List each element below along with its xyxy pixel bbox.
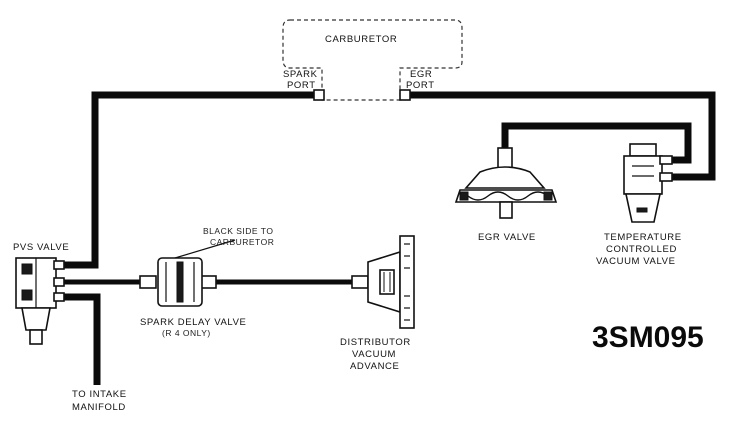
temperature-label-line2: CONTROLLED [606, 244, 677, 255]
egr-valve-label: EGR VALVE [478, 232, 536, 243]
egr-port-label-line2: PORT [406, 80, 435, 91]
vacuum-hoses [60, 91, 716, 385]
pvs-valve-label: PVS VALVE [13, 242, 69, 253]
carburetor-label: CARBURETOR [325, 34, 397, 45]
egr-port-label-line1: EGR [410, 69, 432, 80]
figure-code: 3SM095 [592, 321, 704, 354]
spark-port-label-line2: PORT [287, 80, 316, 91]
egr-valve-icon [454, 147, 558, 219]
spark-port-label-line1: SPARK [283, 69, 318, 80]
carb-side-label-line2: CARBURETOR [210, 237, 274, 247]
temperature-label-line1: TEMPERATURE [604, 232, 682, 243]
port-connectors [313, 89, 411, 101]
carb-side-label-line1: BLACK SIDE TO [203, 226, 273, 236]
to-intake-label-line2: MANIFOLD [72, 402, 126, 413]
to-intake-label-line1: TO INTAKE [72, 389, 127, 400]
temperature-label-line3: VACUUM VALVE [596, 256, 676, 267]
distributor-label-line3: ADVANCE [350, 361, 399, 372]
temperature-vacuum-valve-icon [623, 143, 673, 223]
pvs-valve-icon [15, 257, 65, 345]
distributor-label-line2: VACUUM [352, 349, 396, 360]
spark-delay-label-line1: SPARK DELAY VALVE [140, 317, 246, 328]
spark-delay-valve-icon [139, 239, 236, 307]
distributor-label-line1: DISTRIBUTOR [340, 337, 411, 348]
spark-delay-label-line2: (R 4 ONLY) [162, 328, 211, 338]
distributor-vacuum-advance-icon [351, 235, 415, 329]
diagram-labels: CARBURETOR SPARK PORT EGR PORT PVS VALVE… [13, 34, 704, 413]
